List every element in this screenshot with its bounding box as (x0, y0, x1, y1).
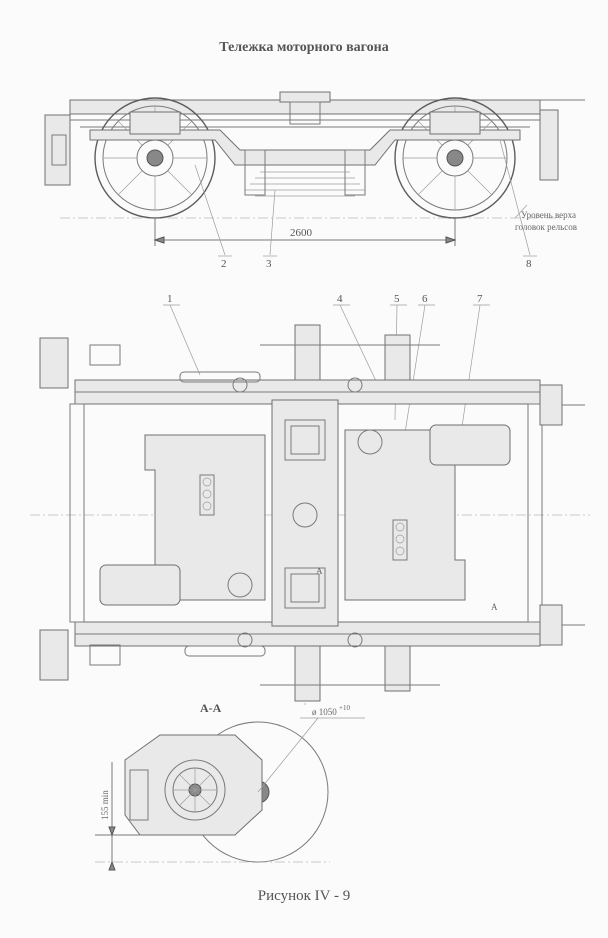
wheelbase-dimension: 2600 (290, 227, 313, 239)
center-pivot (292, 502, 318, 528)
axle-box-right (429, 111, 481, 135)
center-bolster-cap (279, 91, 331, 103)
callout-3: 3 (266, 258, 272, 270)
axle-box-left (129, 111, 181, 135)
side-view: 2600 Уровень верха головок рельсов 2 3 8 (44, 91, 585, 270)
plan-view: 1 4 5 6 7 (30, 293, 590, 705)
callout-8: 8 (526, 258, 532, 270)
callout-2: 2 (221, 258, 227, 270)
diagram-title: Тележка моторного вагона (219, 40, 389, 55)
spring-hanger-right (344, 149, 366, 196)
clearance-dimension: 155 min (100, 790, 110, 820)
figure-caption: Рисунок IV - 9 (257, 888, 351, 904)
axle-left (69, 403, 85, 623)
diameter-symbol: ø (312, 707, 317, 717)
side-frame-body (89, 129, 521, 166)
axle-right (527, 403, 543, 623)
end-unit-bottom-right (539, 604, 563, 646)
callout-6: 6 (422, 293, 428, 305)
callout-7: 7 (477, 293, 483, 305)
spring-hanger-left (244, 149, 266, 196)
gearbox-left (99, 564, 181, 606)
end-unit-top-right (539, 384, 563, 426)
rail-level-note-line1: Уровень верха (521, 210, 576, 220)
section-label: А-А (200, 701, 222, 715)
end-unit-bottom-left (39, 629, 69, 681)
section-marker-a-2: А (491, 602, 498, 612)
central-bolster (271, 399, 339, 627)
end-equipment-right (539, 109, 559, 181)
wheel-diameter: 1050 (319, 707, 338, 717)
svg-text:ø 1050 +10: ø 1050 +10 (312, 704, 350, 717)
gearbox-right (429, 424, 511, 466)
rail-level-note-line2: головок рельсов (515, 222, 577, 232)
upper-bracket (294, 324, 321, 381)
lower-bracket (294, 645, 321, 702)
section-view: А-А ø 1050 +10 155 min (95, 701, 365, 871)
section-marker-a-1: А (316, 566, 323, 576)
wheel-diameter-tolerance: +10 (339, 704, 350, 712)
callout-5: 5 (394, 293, 400, 305)
end-unit-top-left (39, 337, 69, 389)
callout-1: 1 (167, 293, 173, 305)
callout-4: 4 (337, 293, 343, 305)
